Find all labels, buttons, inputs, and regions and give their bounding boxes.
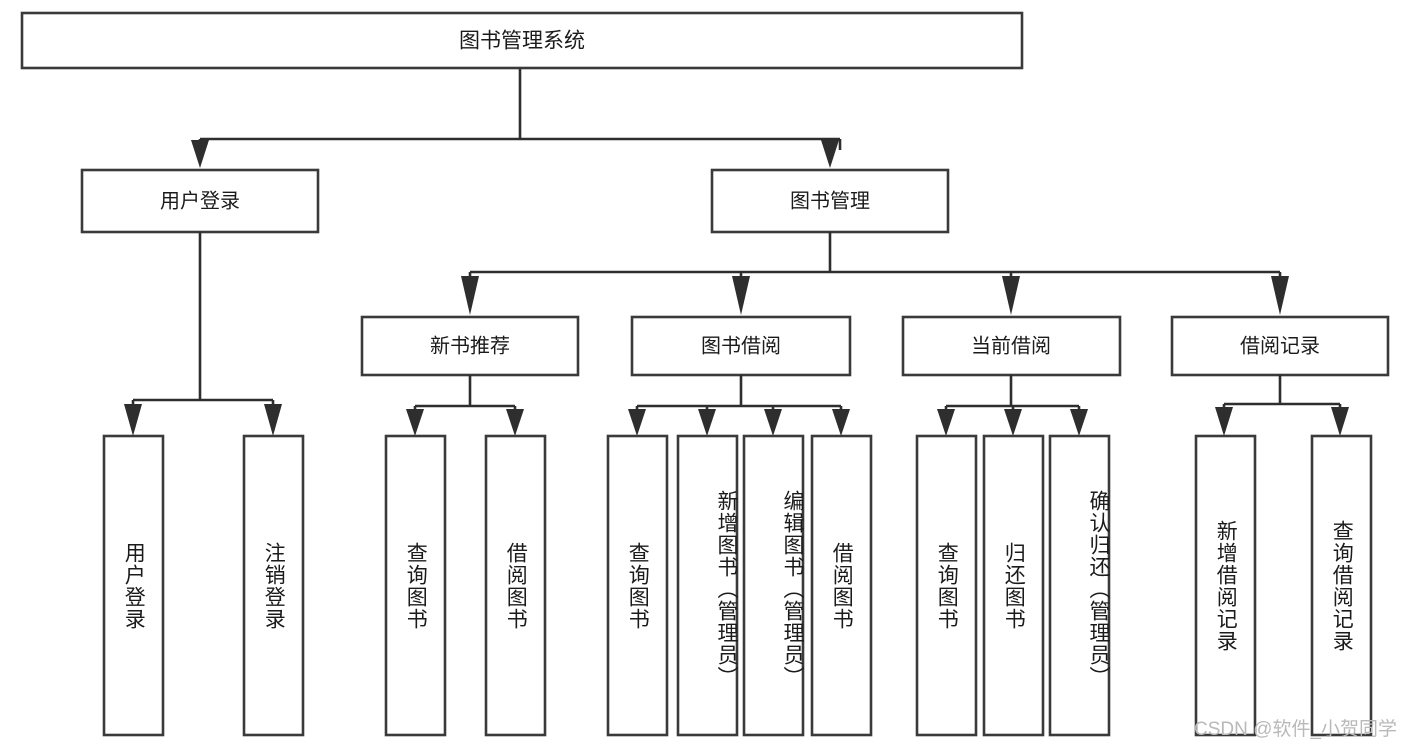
arrow-head-icon bbox=[124, 404, 142, 436]
node-book-borrow[interactable]: 图书借阅 bbox=[630, 315, 852, 377]
leaf-box-borrow-borrow-book[interactable] bbox=[810, 434, 873, 737]
node-new-book-recommend-label: 新书推荐 bbox=[430, 334, 510, 357]
connector-current-borrow-to-leaves bbox=[937, 375, 1088, 436]
arrow-head-icon bbox=[1002, 276, 1020, 315]
leaf-box-current-query-book[interactable] bbox=[915, 434, 978, 737]
arrow-head-icon bbox=[764, 409, 782, 436]
arrow-head-icon bbox=[1331, 407, 1349, 436]
node-borrow-record[interactable]: 借阅记录 bbox=[1170, 315, 1390, 377]
leaf-box-borrow-edit-book[interactable] bbox=[742, 434, 805, 737]
connector-book-management-to-level3 bbox=[461, 232, 1289, 315]
connector-book-borrow-to-leaves bbox=[628, 375, 850, 436]
node-new-book-recommend[interactable]: 新书推荐 bbox=[360, 315, 580, 377]
node-user-login-box[interactable] bbox=[80, 168, 320, 234]
node-book-borrow-label: 图书借阅 bbox=[701, 334, 781, 357]
arrow-head-icon bbox=[732, 276, 750, 315]
leaf-box-record-query[interactable] bbox=[1310, 434, 1373, 737]
leaf-box-logout[interactable] bbox=[242, 434, 305, 737]
node-borrow-record-label: 借阅记录 bbox=[1240, 334, 1320, 357]
arrow-head-icon bbox=[461, 276, 479, 315]
arrow-head-icon bbox=[264, 404, 282, 436]
arrow-head-icon bbox=[1070, 409, 1088, 436]
arrow-head-icon bbox=[628, 409, 646, 436]
node-book-management-label: 图书管理 bbox=[790, 189, 870, 212]
node-new-book-recommend-box[interactable] bbox=[360, 315, 580, 377]
node-user-login-label: 用户登录 bbox=[160, 189, 240, 212]
arrow-head-icon bbox=[937, 409, 955, 436]
node-current-borrow-box[interactable] bbox=[901, 315, 1122, 377]
leaf-box-borrow-query-book[interactable] bbox=[606, 434, 669, 737]
arrow-head-icon bbox=[1271, 276, 1289, 315]
leaf-box-current-return-book[interactable] bbox=[982, 434, 1045, 737]
node-root-label: 图书管理系统 bbox=[459, 30, 585, 53]
arrow-head-icon bbox=[821, 140, 839, 168]
connector-borrow-record-to-leaves bbox=[1215, 375, 1349, 436]
node-user-login[interactable]: 用户登录 bbox=[80, 168, 320, 234]
node-root-box[interactable] bbox=[20, 11, 1024, 70]
csdn-watermark: CSDN @软件_小贺同学 bbox=[1194, 719, 1397, 740]
node-book-management[interactable]: 图书管理 bbox=[710, 168, 950, 234]
arrow-head-icon bbox=[506, 409, 524, 436]
node-root[interactable]: 图书管理系统 bbox=[20, 11, 1024, 70]
leaf-box-borrow-add-book[interactable] bbox=[676, 434, 739, 737]
arrow-head-icon bbox=[1004, 409, 1022, 436]
arrow-head-icon bbox=[406, 409, 424, 436]
connector-new-book-recommend-to-leaves bbox=[406, 375, 524, 436]
arrow-head-icon bbox=[191, 140, 209, 168]
leaf-box-user-login[interactable] bbox=[102, 434, 165, 737]
arrow-head-icon bbox=[832, 409, 850, 436]
node-current-borrow[interactable]: 当前借阅 bbox=[901, 315, 1122, 377]
arrow-head-icon bbox=[1215, 407, 1233, 436]
leaf-box-record-add[interactable] bbox=[1194, 434, 1257, 737]
node-current-borrow-label: 当前借阅 bbox=[971, 334, 1051, 357]
connector-root-to-level2 bbox=[191, 68, 842, 168]
arrow-head-icon bbox=[698, 409, 716, 436]
leaf-box-current-confirm-return[interactable] bbox=[1048, 434, 1111, 737]
leaf-box-recommend-query-book[interactable] bbox=[384, 434, 447, 737]
leaf-box-recommend-borrow-book[interactable] bbox=[484, 434, 547, 737]
connector-user-login-to-leaves bbox=[124, 232, 282, 436]
